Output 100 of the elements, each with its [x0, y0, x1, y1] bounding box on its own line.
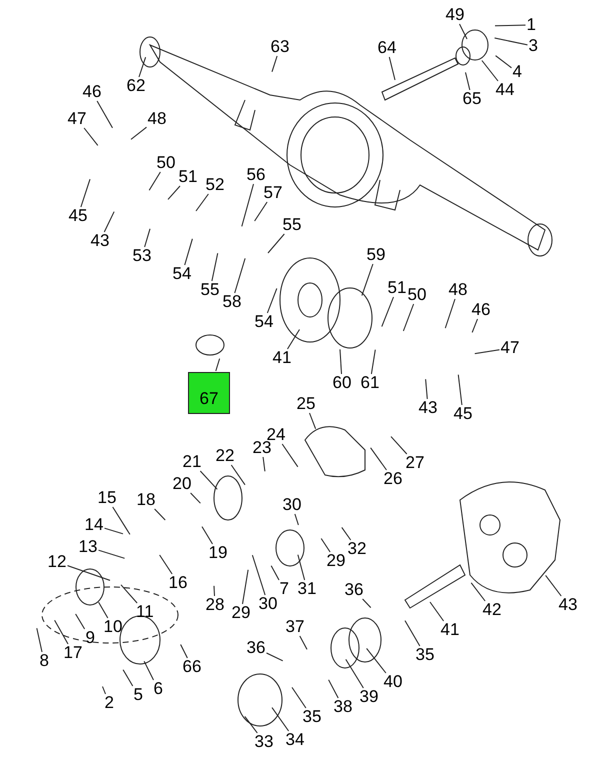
- leader-line: [130, 126, 147, 140]
- leader-line: [470, 582, 486, 602]
- leader-line: [545, 574, 562, 596]
- callout-number: 15: [98, 490, 116, 506]
- callout-number: 38: [334, 699, 352, 715]
- callout-number: 40: [384, 674, 402, 690]
- highlighted-callout-box: 67: [188, 372, 230, 414]
- callout-number: 43: [558, 597, 578, 613]
- callout-number: 35: [302, 709, 322, 725]
- callout-number: 27: [406, 455, 424, 471]
- leader-line: [215, 358, 220, 372]
- leader-line: [80, 178, 90, 208]
- callout-number: 36: [344, 582, 364, 598]
- leader-line: [112, 506, 130, 535]
- leader-line: [98, 550, 126, 559]
- leader-line: [211, 252, 218, 282]
- callout-number: 29: [232, 605, 250, 621]
- callout-number: 44: [496, 82, 514, 98]
- callout-number: 33: [254, 734, 274, 750]
- leader-line: [361, 264, 374, 296]
- leader-line: [67, 565, 110, 581]
- callout-number: 43: [418, 400, 438, 416]
- leader-line: [252, 554, 266, 596]
- leader-line: [459, 24, 468, 40]
- leader-line: [388, 56, 396, 80]
- callout-number: 12: [48, 554, 66, 570]
- leader-line: [390, 436, 408, 454]
- leader-line: [168, 186, 180, 200]
- callout-number: 11: [136, 604, 154, 620]
- leader-line: [200, 470, 218, 490]
- leader-line: [84, 128, 98, 146]
- leader-line: [404, 620, 420, 646]
- leader-line: [370, 349, 376, 374]
- callout-number: 57: [264, 185, 282, 201]
- leader-line: [36, 628, 42, 652]
- callout-number: 29: [326, 553, 346, 569]
- callout-number: 50: [156, 155, 176, 171]
- leader-line: [154, 508, 166, 520]
- callout-number: 62: [126, 78, 146, 94]
- leader-line: [309, 412, 316, 430]
- leader-line: [104, 528, 124, 534]
- callout-number: 7: [280, 581, 289, 597]
- leader-line: [120, 584, 138, 604]
- leader-line: [494, 24, 526, 26]
- callout-number: 61: [360, 375, 380, 391]
- callout-number: 52: [206, 177, 224, 193]
- leader-line: [98, 602, 108, 618]
- callout-number: 51: [178, 169, 198, 185]
- callout-number: 19: [208, 545, 228, 561]
- callout-number: 63: [270, 39, 290, 55]
- leader-line: [104, 211, 115, 232]
- leader-line: [272, 707, 290, 732]
- leader-line: [234, 258, 246, 294]
- callout-number: 65: [462, 91, 482, 107]
- leader-line: [122, 669, 134, 686]
- callout-number: 5: [134, 687, 143, 703]
- callout-number: 49: [446, 7, 464, 23]
- leader-line: [184, 238, 193, 266]
- callout-number: 18: [136, 492, 156, 508]
- callout-number: 20: [172, 476, 192, 492]
- callout-number: 8: [40, 653, 49, 669]
- callout-number: 46: [82, 84, 102, 100]
- callout-number: 31: [298, 581, 316, 597]
- callout-number: 48: [448, 282, 468, 298]
- leader-line: [102, 686, 106, 694]
- leader-line: [75, 614, 86, 630]
- leader-line: [297, 554, 306, 580]
- leader-line: [430, 602, 444, 622]
- callout-number: 30: [282, 497, 302, 513]
- leader-line: [96, 100, 113, 128]
- leader-line: [345, 658, 364, 688]
- leader-line: [294, 514, 299, 526]
- leader-line: [282, 444, 298, 468]
- callout-number: 45: [454, 406, 472, 422]
- leader-line: [190, 492, 201, 504]
- callout-number: 51: [388, 280, 406, 296]
- callout-number: 35: [416, 647, 434, 663]
- leader-line: [402, 304, 414, 332]
- leader-line: [381, 296, 394, 328]
- leader-line: [341, 526, 352, 540]
- leader-line: [266, 288, 278, 314]
- callout-number: 50: [408, 287, 426, 303]
- leader-line: [370, 447, 387, 470]
- leader-line: [474, 349, 500, 354]
- callout-number: 9: [86, 630, 95, 646]
- leader-line: [254, 202, 268, 222]
- callout-number: 22: [216, 448, 234, 464]
- callout-number: 41: [272, 350, 292, 366]
- callout-number: 21: [182, 454, 202, 470]
- leader-line: [287, 329, 300, 350]
- leader-line: [242, 569, 249, 604]
- callout-number: 43: [90, 233, 110, 249]
- leader-line: [494, 38, 528, 46]
- callout-number: 54: [172, 266, 192, 282]
- callout-number: 36: [246, 640, 266, 656]
- leader-line: [262, 456, 266, 472]
- callout-number: 1: [526, 17, 536, 33]
- leader-line: [495, 55, 512, 68]
- callout-number: 64: [378, 40, 396, 56]
- callout-number: 25: [296, 396, 316, 412]
